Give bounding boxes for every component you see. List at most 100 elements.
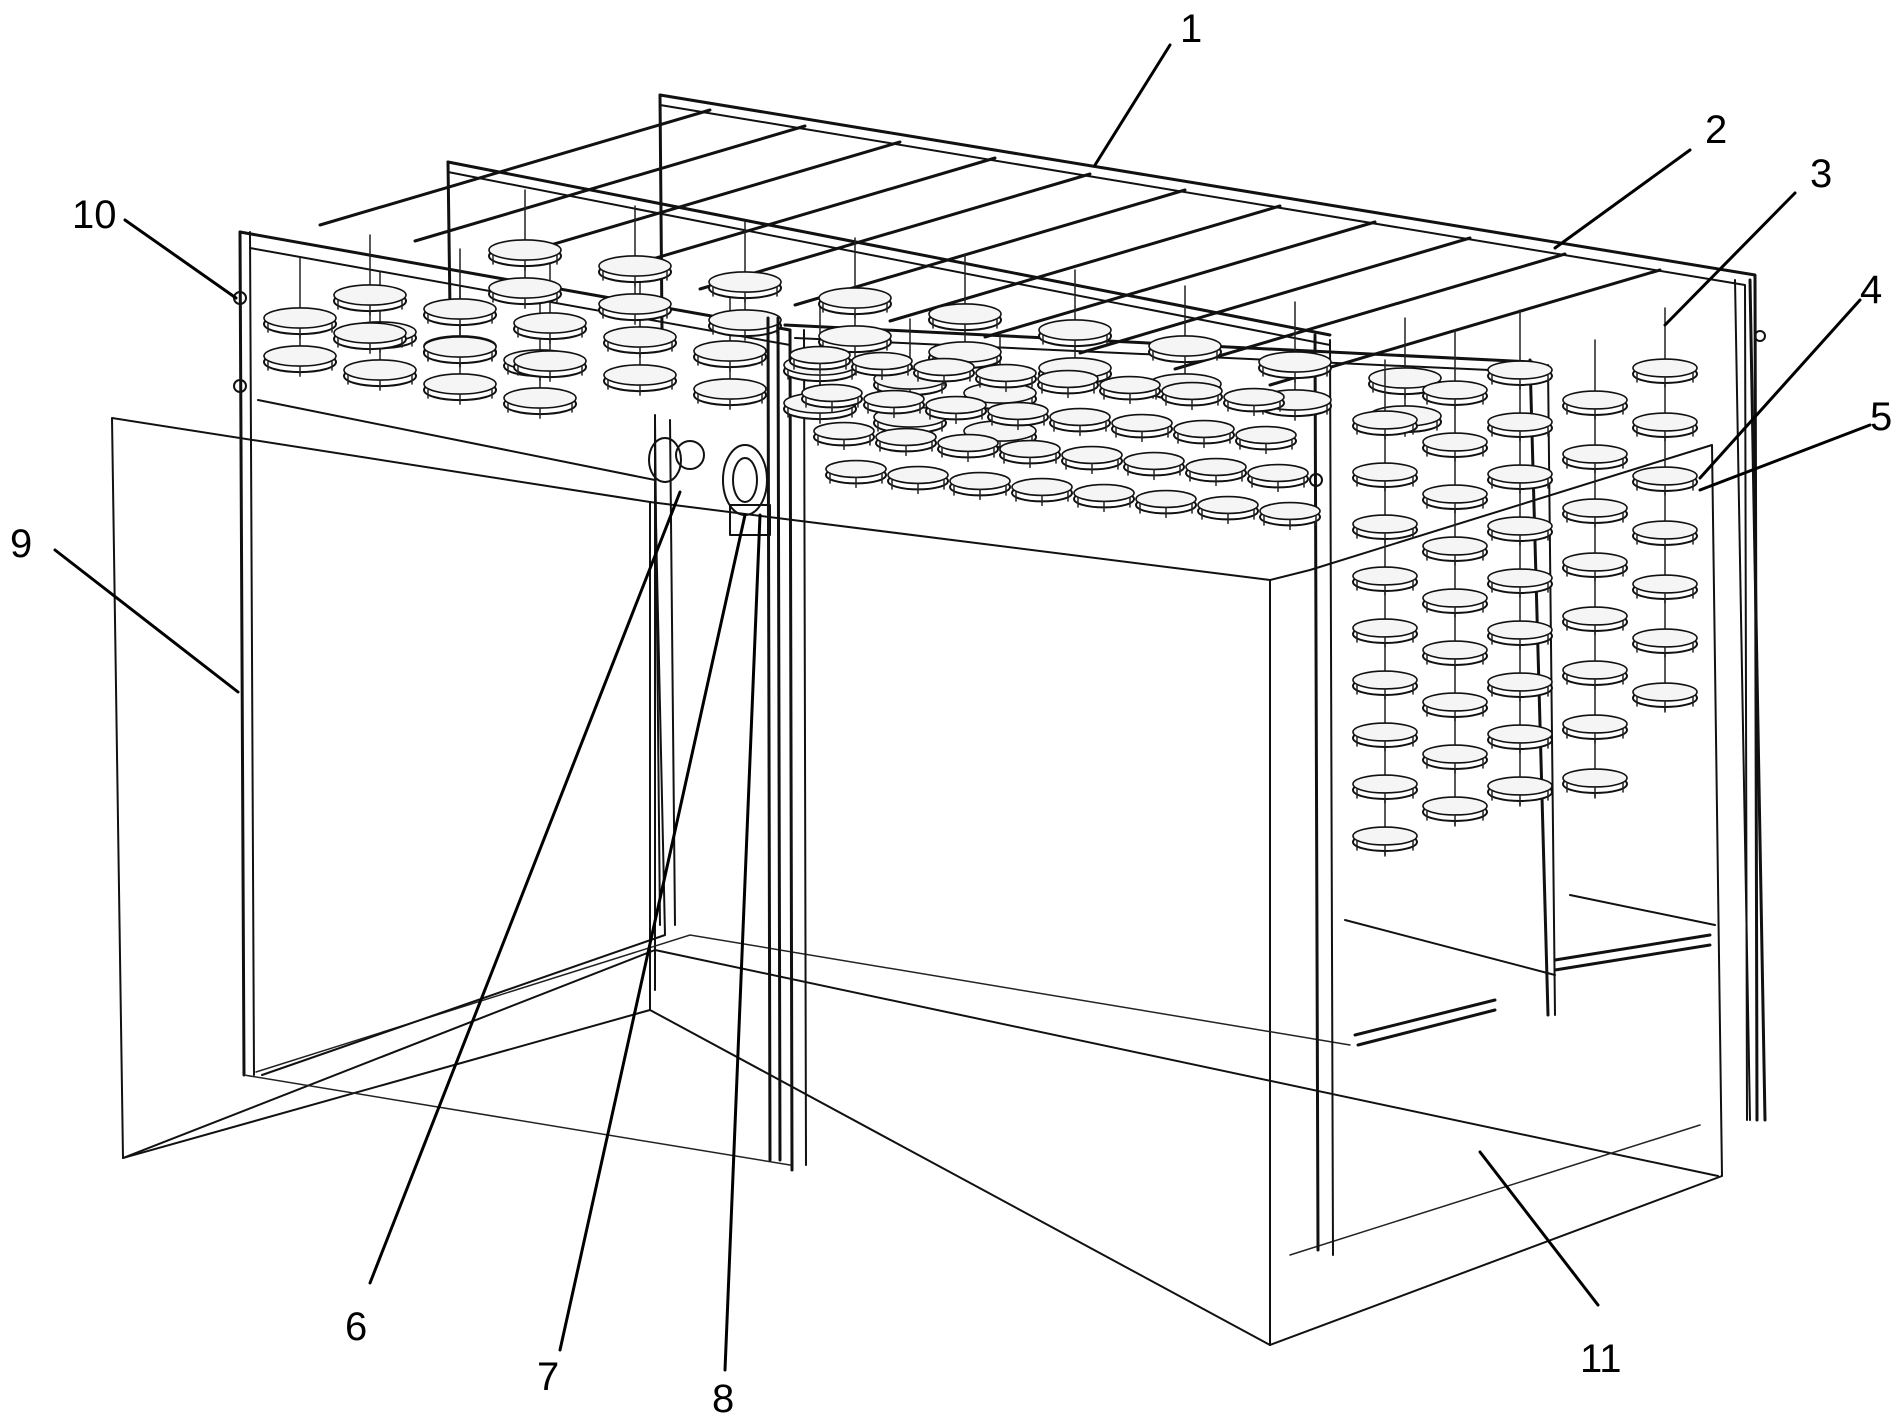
leader-1	[1093, 43, 1172, 167]
disc	[1099, 375, 1161, 405]
hooks	[233, 291, 1766, 487]
disc	[1352, 514, 1418, 544]
disc	[1422, 484, 1488, 514]
disc	[708, 271, 782, 303]
disc	[1487, 360, 1553, 390]
disc	[603, 326, 677, 358]
disc	[1562, 498, 1628, 528]
disc	[708, 309, 782, 341]
leader-11	[1478, 1150, 1600, 1307]
disc	[825, 459, 887, 489]
disc	[1352, 410, 1418, 440]
disc	[851, 351, 913, 381]
disc	[513, 350, 587, 382]
disc	[1259, 501, 1321, 531]
disc	[1011, 477, 1073, 507]
disc	[1632, 466, 1698, 496]
disc	[1061, 445, 1123, 475]
disc	[1223, 387, 1285, 417]
disc	[1352, 670, 1418, 700]
disc	[1562, 390, 1628, 420]
disc	[928, 303, 1002, 335]
disc	[1235, 425, 1297, 455]
cross-bar	[413, 124, 807, 243]
cross-bar	[603, 156, 997, 275]
disc	[1352, 462, 1418, 492]
disc	[1422, 796, 1488, 826]
disc	[987, 401, 1049, 431]
cross-bar	[793, 188, 1187, 307]
bottom-rails	[1344, 894, 1716, 1047]
label-7: 7	[537, 1355, 559, 1399]
disc	[693, 340, 767, 372]
leader-5	[1698, 423, 1872, 492]
disc	[1487, 464, 1553, 494]
label-5: 5	[1870, 395, 1892, 439]
disc	[423, 298, 497, 330]
disc	[1161, 381, 1223, 411]
disc	[863, 389, 925, 419]
cross-bar	[508, 140, 902, 259]
disc	[263, 345, 337, 377]
disc	[1422, 692, 1488, 722]
disc	[1422, 432, 1488, 462]
disc	[1487, 412, 1553, 442]
leader-7	[558, 513, 747, 1352]
disc	[598, 255, 672, 287]
disc	[1352, 722, 1418, 752]
disc	[333, 284, 407, 316]
label-11: 11	[1580, 1337, 1622, 1381]
disc	[1352, 826, 1418, 856]
disc	[925, 395, 987, 425]
label-10: 10	[72, 193, 117, 237]
cross-bar	[888, 204, 1282, 323]
disc	[937, 433, 999, 463]
disc	[1632, 520, 1698, 550]
disc	[1562, 768, 1628, 798]
callout-labels: 1 2 3 4 5 6 7 8 9 10 11	[10, 7, 1892, 1417]
tank-outline	[111, 414, 1723, 1346]
disc	[423, 373, 497, 405]
leader-8	[723, 513, 762, 1372]
leader-6	[368, 490, 682, 1285]
disc	[343, 359, 417, 391]
disc	[488, 277, 562, 309]
disc	[1123, 451, 1185, 481]
disc	[1632, 358, 1698, 388]
cross-bars	[318, 108, 1662, 387]
disc	[1632, 412, 1698, 442]
disc	[999, 439, 1061, 469]
disc	[423, 336, 497, 368]
disc	[693, 378, 767, 410]
disc	[333, 322, 407, 354]
disc	[1632, 682, 1698, 712]
disc	[949, 471, 1011, 501]
disc	[1487, 672, 1553, 702]
disc	[801, 383, 863, 413]
label-4: 4	[1860, 268, 1882, 312]
disc	[913, 357, 975, 387]
leader-3	[1663, 191, 1797, 327]
disc	[263, 307, 337, 339]
leader-9	[53, 548, 240, 694]
disc	[1173, 419, 1235, 449]
leader-lines	[53, 43, 1872, 1372]
disc	[789, 345, 851, 375]
disc	[813, 421, 875, 451]
label-2: 2	[1705, 108, 1727, 152]
disc	[1632, 574, 1698, 604]
disc	[1487, 620, 1553, 650]
label-9: 9	[10, 522, 32, 566]
disc	[1422, 380, 1488, 410]
disc	[513, 312, 587, 344]
disc	[1148, 335, 1222, 367]
disc	[1135, 489, 1197, 519]
disc-racks	[263, 189, 1698, 857]
disc	[1247, 463, 1309, 493]
disc	[1632, 628, 1698, 658]
cross-bar	[698, 172, 1092, 291]
drive-assembly	[648, 316, 782, 1162]
disc	[1562, 606, 1628, 636]
